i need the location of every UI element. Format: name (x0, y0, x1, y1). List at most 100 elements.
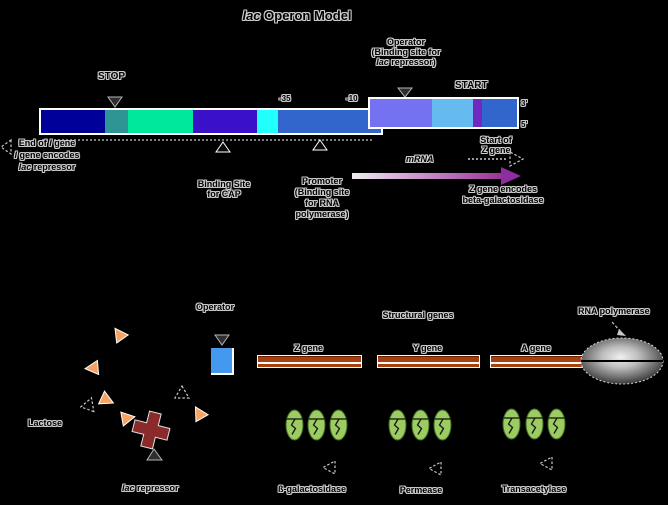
dna-segment-spacer (128, 110, 193, 133)
lac-repressor-label: lac repressor (122, 483, 179, 494)
bar-shadow (42, 139, 372, 141)
end-gene-arrow-icon (0, 139, 12, 156)
z-encodes-l1: Z gene encodes (468, 184, 538, 194)
beta-galactosidase-label: ß-galactosidase (277, 484, 347, 494)
protein-oval-icon (307, 409, 326, 441)
z-encodes-l2: beta-galactosidase (462, 195, 544, 205)
protein-oval-icon (433, 409, 452, 441)
cap-arrow-icon (215, 141, 231, 153)
gene-strand (378, 364, 479, 367)
gene-strand-gap (378, 362, 479, 364)
operator-caption-rest: repressor) (388, 57, 436, 67)
i-gene-l2-em: lac (18, 162, 32, 172)
gene-strand (378, 356, 479, 362)
cap-l2: for CAP (207, 189, 241, 199)
dna-segment-divider (473, 99, 482, 127)
protein-oval-icon (525, 408, 544, 440)
y-gene-label: Y gene (412, 343, 443, 353)
protein-oval-icon (388, 409, 407, 441)
operator-site-square (211, 348, 234, 375)
y-gene-bar (377, 355, 480, 368)
protein-oval-icon (285, 409, 304, 441)
a-gene-label: A gene (521, 343, 551, 353)
gene-strand-gap (258, 362, 361, 364)
protein-oval-icon (411, 409, 430, 441)
gene-strand (491, 364, 583, 367)
promoter-l4: polymerase) (295, 209, 349, 219)
z-gene-bar (257, 355, 362, 368)
lac-repressor-cross-icon (131, 410, 171, 450)
title-italic: lac (242, 8, 261, 23)
i-gene-l1-em: I (14, 150, 17, 160)
dna-segment-start (432, 99, 473, 127)
mrna-arrow-shaft (352, 173, 502, 179)
z-encodes-caption: Z gene encodes beta-galactosidase (450, 184, 556, 206)
rna-polymerase-arrow-icon (611, 321, 626, 336)
lactose-triangle-icon (120, 411, 136, 427)
dna-operator-bar (368, 97, 519, 129)
dna-main-bar (39, 108, 383, 135)
five-prime-label: 5' (521, 120, 528, 129)
enzyme-arrow-icon (427, 461, 442, 477)
start-z-l1: Start of (480, 135, 512, 145)
gene-strand (491, 356, 583, 362)
lactose-ghost-triangle-icon (174, 385, 190, 399)
lactose-triangle-icon (97, 390, 115, 405)
lactose-triangle-icon (83, 359, 100, 376)
promoter-l1: Promoter (301, 176, 342, 186)
i-gene-caption: End of I gene I gene encodes lac repress… (0, 137, 94, 173)
gene-strand (258, 356, 361, 362)
transacetylase-label: Transacetylase (501, 484, 567, 494)
start-z-l2: Z gene (481, 145, 511, 155)
operator-caption-l2: (Binding site for (371, 47, 441, 57)
operator-caption-l1: Operator (386, 37, 425, 47)
dna-segment-cap-site (193, 110, 257, 133)
repressor-arrow-icon (146, 448, 163, 461)
promoter-caption: Promoter (Binding site for RNA polymeras… (277, 176, 367, 220)
protein-oval-icon (329, 409, 348, 441)
start-z-arrow-icon (509, 151, 525, 168)
start-z-dotted-line (468, 158, 506, 160)
i-gene-l2-rest: repressor (31, 162, 76, 172)
operator-caption: Operator (Binding site for lac repressor… (346, 37, 466, 67)
i-gene-l1-rest: gene encodes (16, 150, 80, 160)
dna-segment-promoter (278, 110, 381, 133)
protein-oval-icon (502, 408, 521, 440)
dna-segment-i-gene (41, 110, 105, 133)
protein-oval-icon (547, 408, 566, 440)
operator-arrow-icon (397, 87, 413, 98)
rna-polymerase-icon (580, 337, 664, 385)
dna-segment-z-start (482, 99, 517, 127)
permease-label: Permease (399, 485, 443, 495)
page-title: lac Operon Model (197, 8, 397, 23)
cap-l1: Binding Site (197, 179, 251, 189)
start-label: START (455, 80, 488, 91)
title-rest: Operon Model (260, 8, 352, 23)
start-z-caption: Start of Z gene (461, 135, 531, 155)
z-gene-label: Z gene (293, 343, 323, 353)
structural-genes-label: Structural genes (382, 310, 454, 320)
end-gene-em: I (49, 138, 52, 148)
lactose-triangle-icon (114, 327, 130, 344)
lactose-label: Lactose (28, 418, 63, 428)
cap-caption: Binding Site for CAP (179, 179, 269, 199)
gene-strand (258, 364, 361, 367)
promoter-arrow-icon (312, 139, 328, 151)
lac-repressor-rest: repressor (134, 483, 179, 493)
operator-caption-em: lac (376, 57, 389, 67)
promoter-l2: (Binding site (294, 187, 350, 197)
minus10-label: -10 (346, 94, 358, 103)
operator-bottom-label: Operator (196, 302, 235, 312)
end-gene-pre: End of (18, 138, 50, 148)
enzyme-arrow-icon (538, 456, 553, 472)
lac-repressor-em: lac (122, 483, 135, 493)
minus35-label: -35 (279, 94, 291, 103)
enzyme-arrow-icon (321, 460, 336, 476)
lactose-pointer-icon (79, 396, 95, 413)
lactose-triangle-icon (194, 406, 210, 423)
operator-bottom-arrow-icon (214, 334, 230, 346)
three-prime-label: 3' (521, 99, 528, 108)
mrna-label: mRNA (406, 154, 434, 164)
gene-strand-gap (491, 362, 583, 364)
